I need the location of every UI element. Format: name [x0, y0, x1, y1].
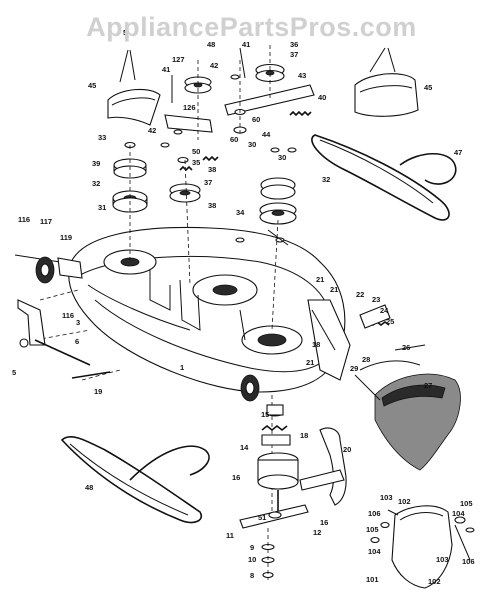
part-label-5: 5 [12, 368, 16, 377]
part-label-104: 104 [452, 509, 465, 518]
part-label-42: 42 [148, 126, 156, 135]
part-label-44: 44 [262, 130, 271, 139]
pulley-stack-right [255, 63, 297, 225]
part-label-102: 102 [398, 497, 411, 506]
part-label-24: 24 [380, 306, 389, 315]
baffle-bracket [299, 427, 347, 506]
part-label-42: 42 [210, 61, 218, 70]
part-label-31: 31 [98, 203, 106, 212]
part-label-48: 48 [207, 40, 215, 49]
part-label-30: 30 [278, 153, 286, 162]
part-label-18: 18 [312, 340, 320, 349]
part-label-25: 25 [386, 317, 394, 326]
part-label-8: 8 [250, 571, 254, 580]
part-label-33: 33 [98, 133, 106, 142]
part-label-126: 126 [183, 103, 196, 112]
part-label-50: 50 [192, 147, 200, 156]
part-label-45: 45 [424, 83, 432, 92]
part-label-9: 9 [250, 543, 254, 552]
part-label-16: 16 [320, 518, 328, 527]
part-label-119: 119 [60, 233, 72, 242]
part-label-10: 10 [248, 555, 256, 564]
part-label-51: 51 [258, 513, 266, 522]
chute-deflector [370, 505, 475, 589]
part-label-21: 21 [316, 275, 324, 284]
part-label-117: 117 [40, 217, 52, 226]
part-label-37: 37 [290, 50, 298, 59]
part-label-21: 21 [306, 358, 314, 367]
part-label-23: 23 [372, 295, 380, 304]
part-label-103: 103 [380, 493, 393, 502]
part-label-38: 38 [208, 165, 216, 174]
discharge-chute [354, 304, 461, 471]
part-label-19: 19 [94, 387, 102, 396]
part-label-60: 60 [252, 115, 260, 124]
part-label-3: 3 [76, 318, 80, 327]
part-label-6: 6 [75, 337, 79, 346]
part-label-1: 1 [180, 363, 184, 372]
part-label-20: 20 [343, 445, 351, 454]
part-label-48: 48 [85, 483, 93, 492]
part-label-11: 11 [226, 531, 234, 540]
part-label-34: 34 [236, 208, 245, 217]
part-label-116: 116 [18, 215, 30, 224]
deck-belt-48 [60, 435, 210, 524]
part-label-22: 22 [356, 290, 364, 299]
part-label-45: 45 [88, 81, 96, 90]
drive-belt-47 [311, 134, 457, 221]
part-label-26: 26 [402, 343, 410, 352]
part-label-15: 15 [261, 410, 269, 419]
hardware-details [160, 47, 297, 246]
part-label-5: 5 [123, 28, 127, 37]
part-label-41: 41 [162, 65, 170, 74]
pulley-stack-center [169, 76, 212, 203]
part-label-18: 18 [300, 431, 308, 440]
part-label-101: 101 [366, 575, 379, 584]
part-label-35: 35 [192, 158, 200, 167]
part-label-12: 12 [313, 528, 321, 537]
gauge-wheel-assembly [14, 254, 111, 379]
part-label-104: 104 [368, 547, 381, 556]
belt-cover-right [354, 47, 419, 117]
part-label-16: 16 [232, 473, 240, 482]
spindle-assembly [257, 404, 299, 520]
part-label-106: 106 [368, 509, 381, 518]
part-label-30: 30 [248, 140, 256, 149]
part-label-40: 40 [318, 93, 326, 102]
watermark-logo: AppliancePartsPros.com [86, 12, 417, 42]
mower-blade [239, 504, 309, 580]
part-label-32: 32 [92, 179, 100, 188]
part-label-38: 38 [208, 201, 216, 210]
belt-cover-left [107, 49, 161, 126]
part-label-32: 32 [322, 175, 330, 184]
part-label-60: 60 [230, 135, 238, 144]
part-label-116: 116 [62, 311, 74, 320]
part-label-102: 102 [428, 577, 441, 586]
part-label-29: 29 [350, 364, 358, 373]
part-label-27: 27 [424, 381, 432, 390]
part-label-41: 41 [242, 40, 250, 49]
deck-housing [68, 226, 351, 402]
idler-brackets [164, 84, 315, 172]
part-label-36: 36 [290, 40, 298, 49]
part-label-105: 105 [366, 525, 379, 534]
part-label-106: 106 [462, 557, 475, 566]
part-label-28: 28 [362, 355, 370, 364]
part-label-47: 47 [454, 148, 462, 157]
part-label-103: 103 [436, 555, 449, 564]
part-label-39: 39 [92, 159, 100, 168]
part-label-43: 43 [298, 71, 306, 80]
part-label-127: 127 [172, 55, 185, 64]
part-label-37: 37 [204, 178, 212, 187]
part-label-14: 14 [240, 443, 249, 452]
part-label-21: 21 [330, 285, 338, 294]
part-label-105: 105 [460, 499, 473, 508]
